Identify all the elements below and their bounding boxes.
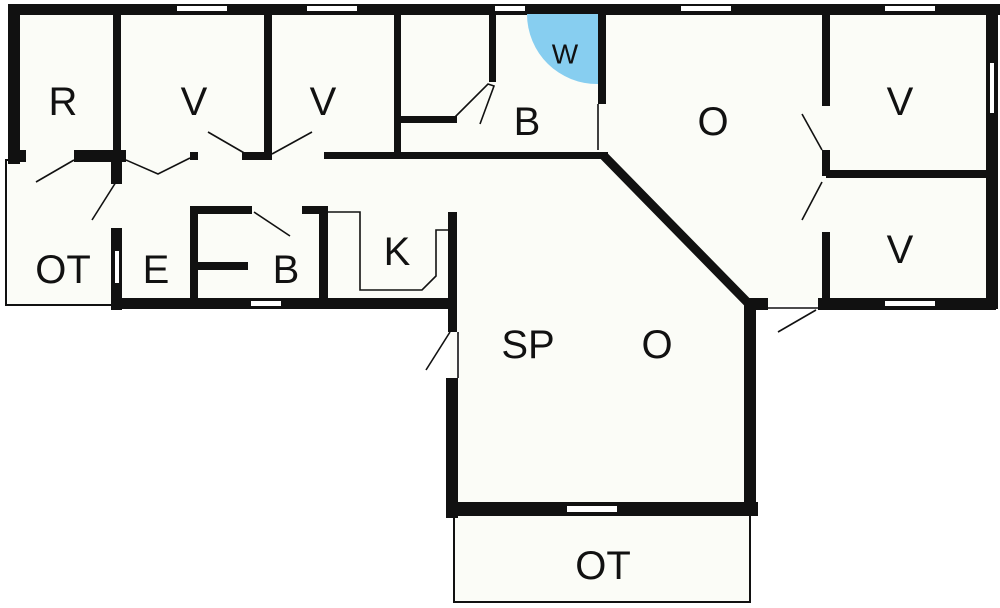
window: [883, 299, 937, 308]
door-v4: [801, 181, 823, 221]
door-exit-right: [777, 309, 817, 333]
room-label-o-mid: O: [641, 323, 672, 367]
wall-bath-top-b: [302, 206, 328, 214]
wall-corridor-top-a: [8, 150, 26, 162]
wall-corridor-top-e: [324, 152, 608, 159]
room-labels: R V V B W O V V OT E B K SP O OT: [35, 39, 913, 589]
wall-diagonal: [600, 152, 752, 307]
door-o-top: [801, 113, 823, 151]
wall-right-v-divider: [826, 170, 992, 178]
wall-sp-left: [446, 378, 458, 518]
door-v2: [271, 131, 313, 155]
door-sp-entry: [425, 331, 451, 371]
sp-floor: [450, 300, 752, 512]
window: [493, 4, 527, 13]
room-label-v3: V: [887, 80, 914, 124]
wall-sp-right: [744, 300, 756, 516]
window: [113, 249, 121, 285]
windows: [113, 4, 996, 514]
wall-e-left: [111, 158, 122, 184]
window: [988, 61, 996, 115]
wall-bath-stub: [196, 262, 248, 270]
wall-right: [986, 4, 998, 309]
window: [175, 4, 229, 13]
wall-partition-5: [598, 12, 606, 104]
door-kitchen: [328, 211, 448, 291]
wall-block-bottom: [111, 298, 456, 309]
wall-stub-b: [401, 116, 457, 123]
window: [679, 4, 733, 13]
wall-right-partition-low: [822, 232, 830, 306]
window: [249, 299, 283, 308]
room-label-b-top: B: [514, 100, 541, 144]
wall-corridor-top-d: [242, 152, 270, 160]
wall-partition-4: [489, 12, 496, 82]
wall-left: [8, 4, 20, 164]
wall-bath-left: [190, 206, 198, 304]
room-label-r: R: [49, 80, 78, 124]
window: [305, 4, 359, 13]
room-label-k: K: [384, 230, 411, 274]
door-hall-double: [125, 157, 191, 175]
wall-partition-1: [113, 12, 121, 162]
room-label-v2: V: [310, 80, 337, 124]
room-label-ot-bottom: OT: [575, 544, 631, 588]
wall-right-partition-top: [822, 12, 830, 106]
room-label-sp: SP: [501, 323, 554, 367]
room-label-v4: V: [887, 228, 914, 272]
ot-bottom-floor: [454, 512, 750, 602]
door-r: [35, 159, 75, 183]
wall-corridor-top-c: [190, 152, 198, 160]
room-label-ot-left: OT: [35, 248, 91, 292]
door-ot-left: [91, 181, 117, 221]
washer-area: [527, 14, 598, 85]
floor-areas: [8, 10, 996, 602]
wall-bath-top-a: [190, 206, 252, 214]
window: [883, 4, 937, 13]
room-label-e: E: [143, 248, 170, 292]
door-v1: [207, 131, 247, 155]
door-bath-mid: [253, 211, 291, 237]
wall-partition-2: [264, 12, 272, 160]
room-label-v1: V: [181, 80, 208, 124]
room-label-b-mid: B: [273, 248, 300, 292]
room-label-o-top: O: [697, 100, 728, 144]
wall-kitchen-right: [448, 212, 457, 332]
window: [565, 504, 619, 514]
room-label-w: W: [552, 39, 579, 70]
wall-right-partition-mid: [822, 150, 830, 176]
door-b-top: [453, 83, 496, 125]
doors: [35, 83, 823, 378]
wall-bath-right: [319, 206, 328, 304]
wall-partition-3: [394, 12, 401, 154]
